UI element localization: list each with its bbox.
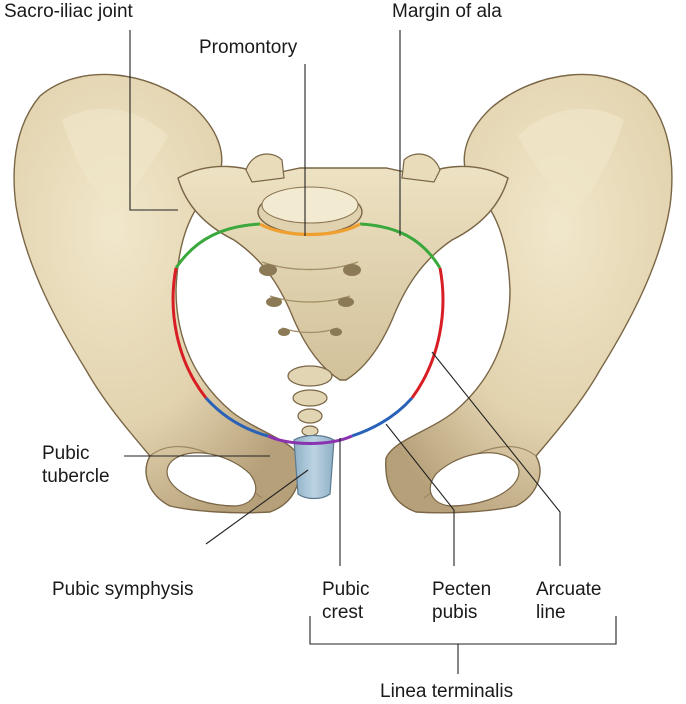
label-pubic-crest: Pubic crest	[322, 579, 370, 623]
linea-terminalis-bracket	[309, 616, 617, 645]
promontory-line	[259, 222, 361, 237]
pubic-crest-line	[267, 434, 353, 445]
left-hip-bone	[13, 73, 301, 514]
arcuate-line-left	[171, 267, 208, 399]
label-margin-of-ala: Margin of ala	[392, 1, 502, 22]
margin-of-ala-line-left	[174, 222, 261, 269]
sacrum	[177, 153, 509, 437]
label-linea-terminalis: Linea terminalis	[380, 681, 514, 702]
pecten-pubis-line-left	[204, 396, 269, 438]
right-hip-bone	[385, 73, 673, 514]
label-pubic-tubercle: Pubic tubercle	[42, 443, 110, 487]
pecten-pubis-line-right	[351, 397, 414, 438]
leader-lines	[124, 30, 617, 674]
margin-of-ala-line-right	[359, 222, 442, 269]
label-arcuate-line: Arcuate line	[536, 579, 602, 623]
leader-arcuate-line	[431, 351, 561, 566]
label-pecten-pubis: Pecten pubis	[432, 579, 492, 623]
label-sacro-iliac-joint: Sacro-iliac joint	[4, 1, 133, 22]
leader-sacro-iliac	[129, 30, 178, 211]
label-promontory: Promontory	[199, 37, 298, 58]
arcuate-line-right	[410, 267, 445, 399]
pubic-symphysis-shape	[293, 434, 335, 500]
leader-pubic-symphysis	[205, 469, 309, 545]
leader-pecten-pubis	[385, 423, 455, 566]
label-pubic-symphysis: Pubic symphysis	[52, 579, 194, 600]
